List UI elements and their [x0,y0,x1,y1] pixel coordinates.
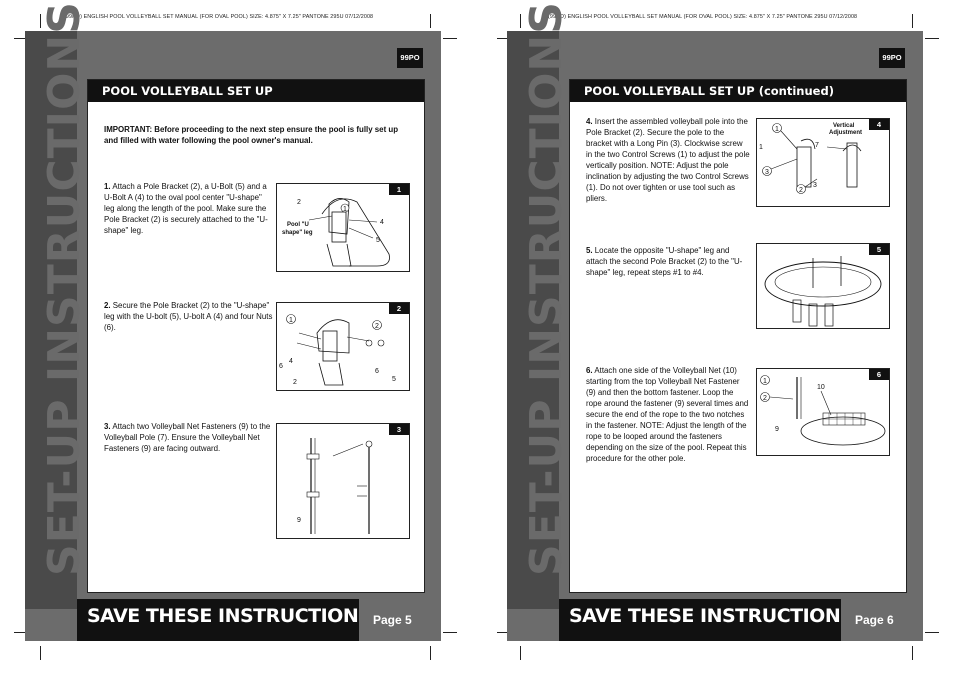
callout-label: Adjustment [829,130,862,136]
callout-label: 6 [279,363,283,370]
figure-4: 4 1 Vertical Adjustment 1 7 3 2 [756,118,890,207]
figure-number: 2 [389,303,409,314]
callout-label: 9 [775,426,779,433]
callout-label: 6 [375,368,379,375]
callout-label: 7 [815,142,819,149]
page-6: SET-UP INSTRUCTIONS 99PO POOL VOLLEYBALL… [507,1,923,641]
crop-mark [40,646,41,660]
callout-label: 1 [775,126,779,133]
crop-mark [912,14,913,28]
figure-2-illustration: 1 4 6 2 2 6 5 [279,314,396,386]
callout-label: 10 [817,384,825,391]
step-1: 1. Attach a Pole Bracket (2), a U-Bolt (… [104,181,274,236]
callout-label: 5 [392,376,396,383]
sidebar: SET-UP INSTRUCTIONS [25,1,90,609]
figure-number: 1 [389,184,409,195]
crop-mark [14,632,28,633]
figure-number: 5 [869,244,889,255]
crop-mark [497,38,511,39]
step-text: Attach a Pole Bracket (2), a U-Bolt (5) … [104,182,268,235]
sidebar-title: SET-UP INSTRUCTIONS [521,1,572,576]
figure-4-illustration: 1 Vertical Adjustment 1 7 3 2 3 [759,123,862,194]
crop-mark [40,14,41,28]
crop-mark [430,646,431,660]
step-text: Secure the Pole Bracket (2) to the "U-sh… [104,301,273,332]
section-title: POOL VOLLEYBALL SET UP [88,80,424,102]
callout-label: 2 [293,379,297,386]
crop-mark [520,646,521,660]
figure-6: 6 1 2 10 9 [756,368,890,456]
figure-6-illustration: 1 2 10 9 [760,375,886,446]
page-number: Page 6 [841,599,923,641]
callout-label: Pool "U [287,222,309,228]
crop-mark [14,38,28,39]
content-panel: POOL VOLLEYBALL SET UP (continued) 4. In… [569,79,907,593]
print-header-left: (99PO) ENGLISH POOL VOLLEYBALL SET MANUA… [64,14,374,20]
crop-mark [443,632,457,633]
crop-mark [430,14,431,28]
step-number: 2. [104,301,111,310]
footer-title: SAVE THESE INSTRUCTIONS [569,605,854,627]
step-3: 3. Attach two Volleyball Net Fasteners (… [104,421,274,454]
callout-label: 3 [813,182,817,189]
figure-number: 4 [869,119,889,130]
figure-3-illustration: 9 [297,438,373,534]
crop-mark [925,38,939,39]
figure-number: 6 [869,369,889,380]
step-number: 3. [104,422,111,431]
step-6: 6. Attach one side of the Volleyball Net… [586,365,750,464]
page-number: Page 5 [359,599,441,641]
callout-label: 1 [343,206,347,213]
step-text: Attach two Volleyball Net Fasteners (9) … [104,422,271,453]
crop-mark [925,632,939,633]
callout-label: 3 [765,169,769,176]
content-panel: POOL VOLLEYBALL SET UP IMPORTANT: Before… [87,79,425,593]
step-4: 4. Insert the assembled volleyball pole … [586,116,750,204]
callout-label: 1 [289,317,293,324]
callout-label: 2 [297,199,301,206]
footer-bar: SAVE THESE INSTRUCTIONS Page 5 [77,599,441,641]
callout-label: 4 [289,358,293,365]
footer-bar: SAVE THESE INSTRUCTIONS Page 6 [559,599,923,641]
figure-5-illustration [764,256,882,327]
figure-1: 1 2 1 4 5 Pool "U shape" leg [276,183,410,272]
print-header-right: (99PO) ENGLISH POOL VOLLEYBALL SET MANUA… [548,14,858,20]
callout-label: 2 [799,187,803,194]
crop-mark [912,646,913,660]
callout-label: 1 [759,144,763,151]
step-text: Insert the assembled volleyball pole int… [586,117,750,203]
step-number: 6. [586,366,593,375]
page-5: SET-UP INSTRUCTIONS 99PO POOL VOLLEYBALL… [25,1,441,641]
callout-label: Vertical [833,123,855,129]
step-number: 5. [586,246,593,255]
callout-label: shape" leg [282,230,313,236]
crop-mark [520,14,521,28]
figure-3: 3 9 [276,423,410,539]
step-2: 2. Secure the Pole Bracket (2) to the "U… [104,300,274,333]
callout-label: 5 [376,237,380,244]
figure-number: 3 [389,424,409,435]
figure-1-illustration: 2 1 4 5 Pool "U shape" leg [282,198,390,267]
model-code-badge: 99PO [879,48,905,68]
step-5: 5. Locate the opposite "U-shape" leg and… [586,245,750,278]
callout-label: 9 [297,517,301,524]
section-title: POOL VOLLEYBALL SET UP (continued) [570,80,906,102]
step-text: Attach one side of the Volleyball Net (1… [586,366,749,463]
figure-5: 5 [756,243,890,329]
step-number: 4. [586,117,593,126]
important-note: IMPORTANT: Before proceeding to the next… [104,125,399,145]
callout-label: 4 [380,219,384,226]
crop-mark [443,38,457,39]
step-number: 1. [104,182,111,191]
sidebar-title: SET-UP INSTRUCTIONS [39,1,90,576]
footer-title: SAVE THESE INSTRUCTIONS [87,605,372,627]
figure-2: 2 1 4 6 2 2 6 5 [276,302,410,391]
callout-label: 2 [763,395,767,402]
step-text: Locate the opposite "U-shape" leg and at… [586,246,743,277]
crop-mark [497,632,511,633]
callout-label: 2 [375,323,379,330]
model-code-badge: 99PO [397,48,423,68]
sidebar: SET-UP INSTRUCTIONS [507,1,572,609]
callout-label: 1 [763,378,767,385]
